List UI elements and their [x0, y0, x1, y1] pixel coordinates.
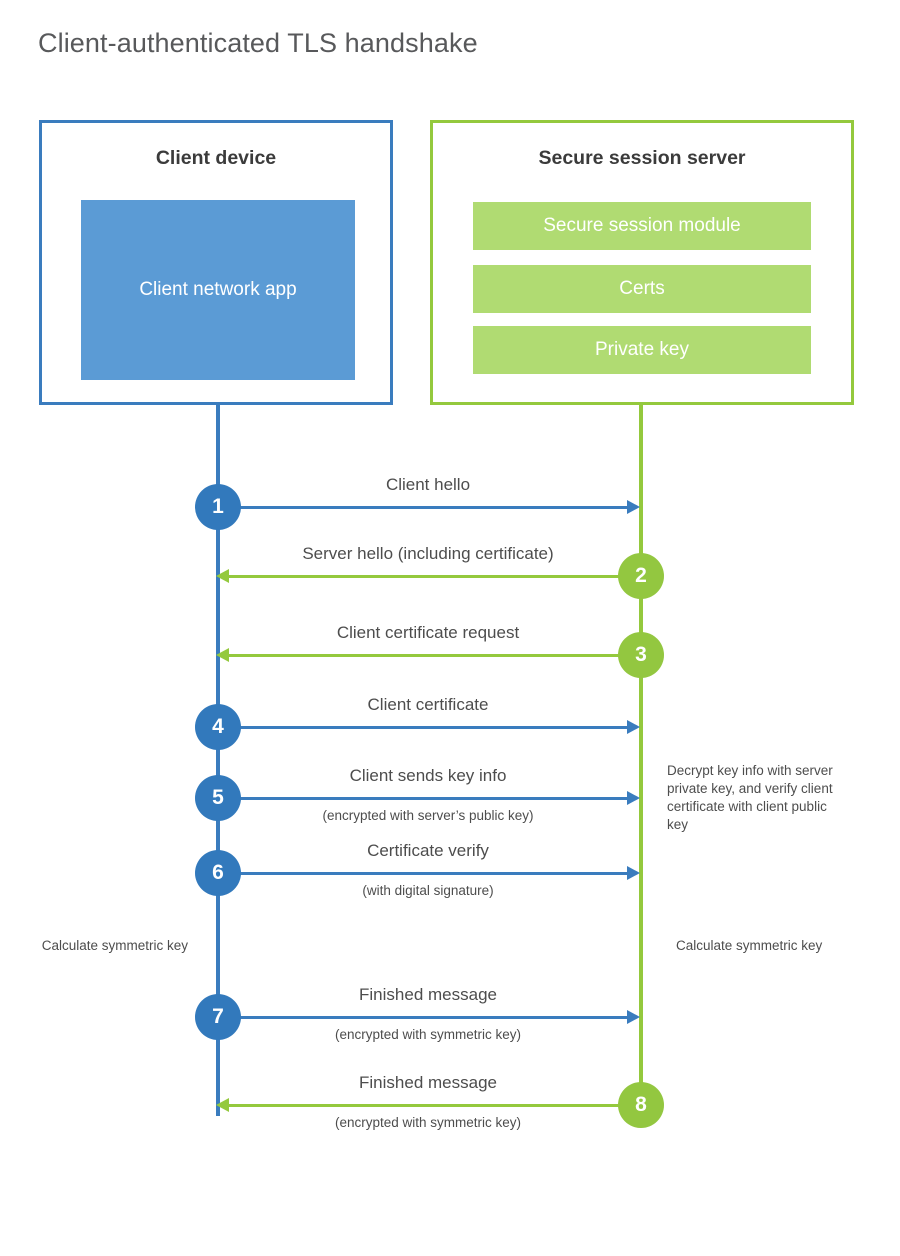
arrow-head-8: [216, 1098, 229, 1112]
step-circle-2[interactable]: 2: [618, 553, 664, 599]
arrow-line-5: [218, 797, 627, 800]
arrow-line-7: [218, 1016, 627, 1019]
arrow-line-6: [218, 872, 627, 875]
client-network-app-block: Client network app: [81, 200, 355, 380]
client-device-title: Client device: [155, 147, 277, 169]
arrow-head-2: [216, 569, 229, 583]
client-device-box: Client device Client network app: [39, 120, 393, 405]
annotation-server-decrypt: Decrypt key info with server private key…: [667, 763, 833, 832]
message-label-1: Client hello: [385, 475, 471, 494]
arrow-line-2: [229, 575, 641, 578]
annotation-server-calculate-symmetric-key: Calculate symmetric key: [676, 938, 823, 953]
message-label-6: Certificate verify: [367, 841, 489, 860]
step-circle-1[interactable]: 1: [195, 484, 241, 530]
server-component-private-key: Private key: [473, 326, 811, 374]
message-sublabel-7: (encrypted with symmetric key): [334, 1027, 522, 1042]
arrow-head-1: [627, 500, 640, 514]
arrow-head-3: [216, 648, 229, 662]
message-label-4: Client certificate: [367, 695, 489, 714]
message-sublabel-6: (with digital signature): [362, 883, 494, 898]
server-lifeline: [639, 405, 643, 1105]
step-circle-8[interactable]: 8: [618, 1082, 664, 1128]
message-label-7: Finished message: [359, 985, 497, 1004]
message-sublabel-5: (encrypted with server’s public key): [322, 808, 534, 823]
arrow-head-5: [627, 791, 640, 805]
step-circle-4[interactable]: 4: [195, 704, 241, 750]
arrow-line-4: [218, 726, 627, 729]
arrow-head-7: [627, 1010, 640, 1024]
server-component-secure-session-module: Secure session module: [473, 202, 811, 250]
step-circle-5[interactable]: 5: [195, 775, 241, 821]
message-label-3: Client certificate request: [336, 623, 520, 642]
message-label-5: Client sends key info: [349, 766, 507, 785]
arrow-line-3: [229, 654, 641, 657]
arrow-line-1: [218, 506, 627, 509]
step-circle-6[interactable]: 6: [195, 850, 241, 896]
arrow-head-6: [627, 866, 640, 880]
secure-session-server-box: Secure session server Secure session mod…: [430, 120, 854, 405]
page-title: Client-authenticated TLS handshake: [38, 28, 478, 58]
message-label-8: Finished message: [359, 1073, 497, 1092]
message-label-2: Server hello (including certificate): [302, 544, 554, 563]
arrow-line-8: [229, 1104, 641, 1107]
client-lifeline: [216, 405, 220, 1116]
secure-session-server-title: Secure session server: [538, 147, 746, 169]
annotation-client-calculate-symmetric-key: Calculate symmetric key: [41, 938, 188, 953]
server-component-certs: Certs: [473, 265, 811, 313]
step-circle-7[interactable]: 7: [195, 994, 241, 1040]
message-sublabel-8: (encrypted with symmetric key): [334, 1115, 522, 1130]
step-circle-3[interactable]: 3: [618, 632, 664, 678]
arrow-head-4: [627, 720, 640, 734]
